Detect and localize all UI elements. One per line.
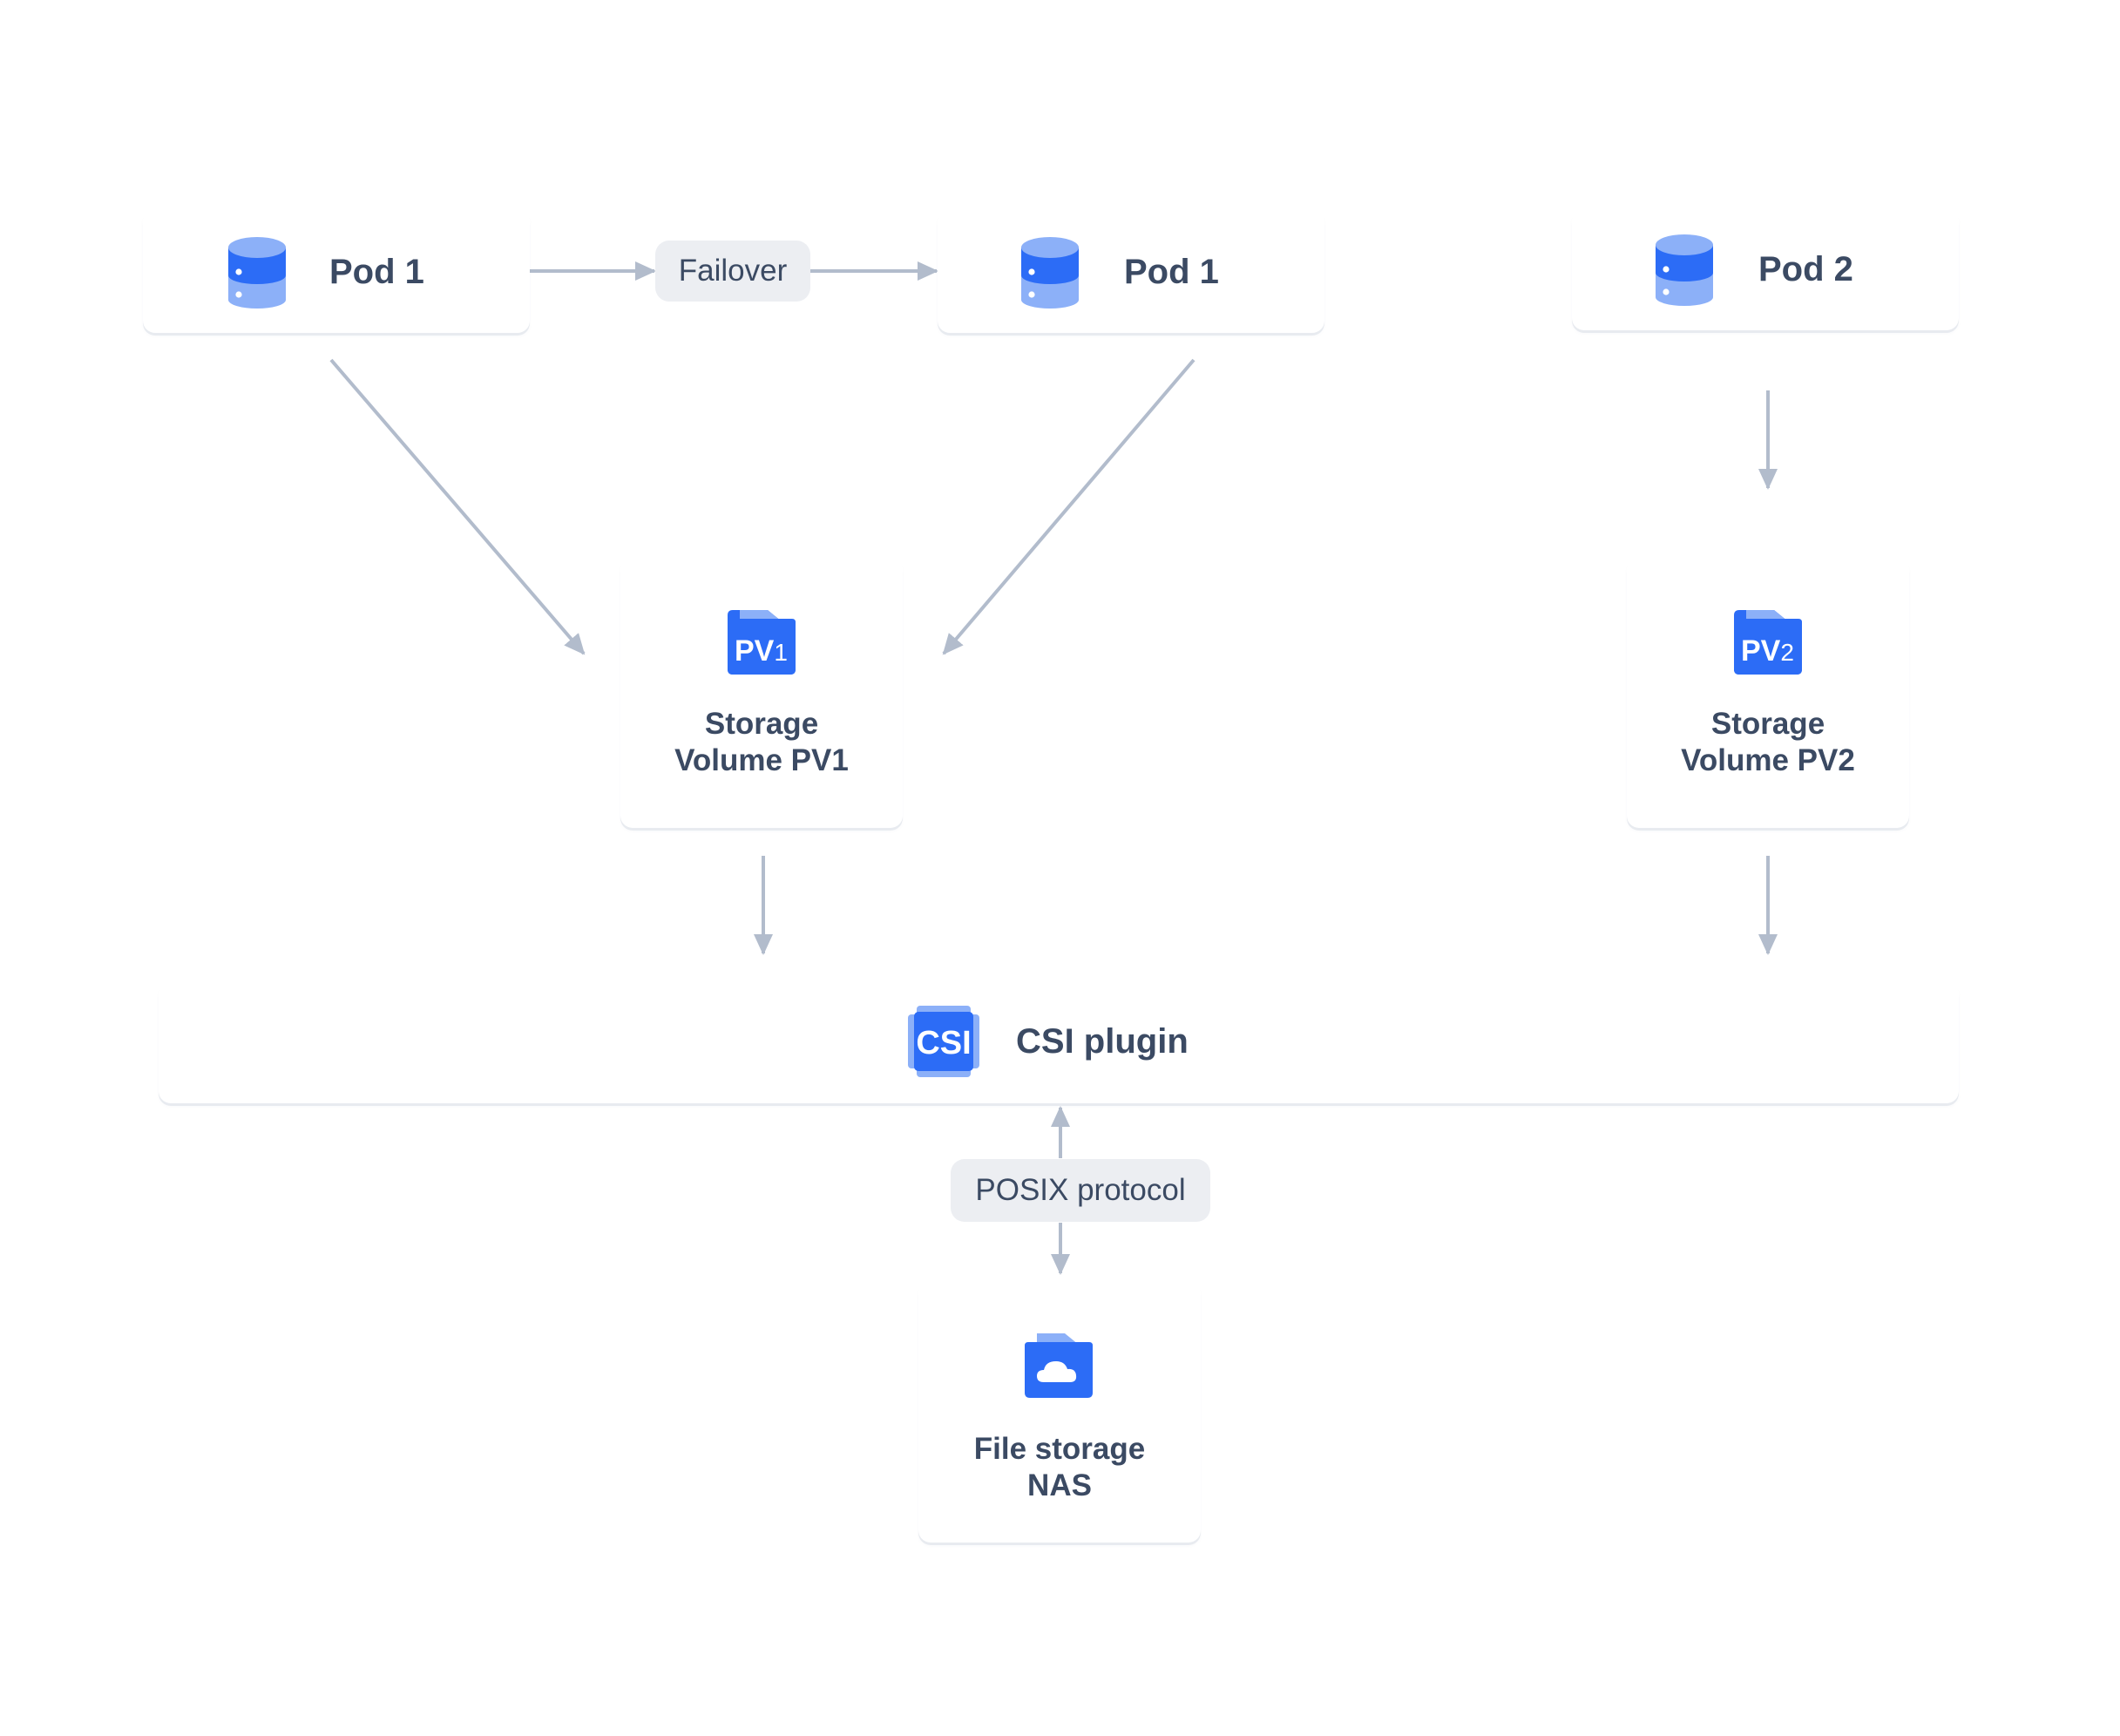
arrow-pod1-failover-to-pv1 (942, 358, 1195, 655)
pod-2-label: Pod 2 (1758, 250, 1853, 288)
csi-chip-icon-text: CSI (916, 1025, 971, 1061)
database-icon (1656, 234, 1713, 306)
storage-volume-pv1-label-line1: Storage (704, 707, 819, 741)
arrow-pod1-to-pv1 (329, 358, 586, 655)
storage-volume-pv1-label: Storage Volume PV1 (620, 706, 903, 779)
folder-pv2-icon: PV2 (1734, 610, 1802, 675)
storage-volume-pv1-label-line2: Volume PV1 (674, 743, 849, 777)
database-icon (1021, 237, 1079, 309)
pod-1-failover-card: Pod 1 (938, 209, 1324, 333)
storage-volume-pv2-label-line2: Volume PV2 (1681, 743, 1855, 777)
pod-2-card: Pod 2 (1572, 209, 1959, 330)
file-storage-nas-label: File storage NAS (918, 1431, 1201, 1504)
database-icon (228, 237, 286, 309)
folder-pv2-icon-text: PV2 (1741, 634, 1794, 668)
folder-pv1-icon-text: PV1 (735, 634, 788, 668)
csi-plugin-label: CSI plugin (1016, 1022, 1189, 1061)
pod-1-failover-label: Pod 1 (1124, 253, 1219, 291)
pod-1-primary-label: Pod 1 (329, 253, 424, 291)
storage-volume-pv1-card: PV1 Storage Volume PV1 (620, 558, 903, 828)
pod-1-primary-card: Pod 1 (143, 209, 530, 333)
file-storage-nas-label-line2: NAS (1027, 1468, 1092, 1502)
failover-label: Failover (655, 241, 810, 302)
csi-plugin-card: CSI CSI plugin (159, 981, 1959, 1103)
storage-volume-pv2-label: Storage Volume PV2 (1627, 706, 1909, 779)
cloud-folder-icon (1025, 1333, 1093, 1398)
storage-volume-pv2-label-line1: Storage (1710, 707, 1825, 741)
folder-pv1-icon: PV1 (728, 610, 796, 675)
file-storage-nas-label-line1: File storage (973, 1432, 1146, 1466)
file-storage-nas-card: File storage NAS (918, 1281, 1201, 1543)
csi-chip-icon: CSI (908, 1006, 979, 1077)
posix-protocol-label: POSIX protocol (951, 1159, 1210, 1222)
storage-volume-pv2-card: PV2 Storage Volume PV2 (1627, 558, 1909, 828)
